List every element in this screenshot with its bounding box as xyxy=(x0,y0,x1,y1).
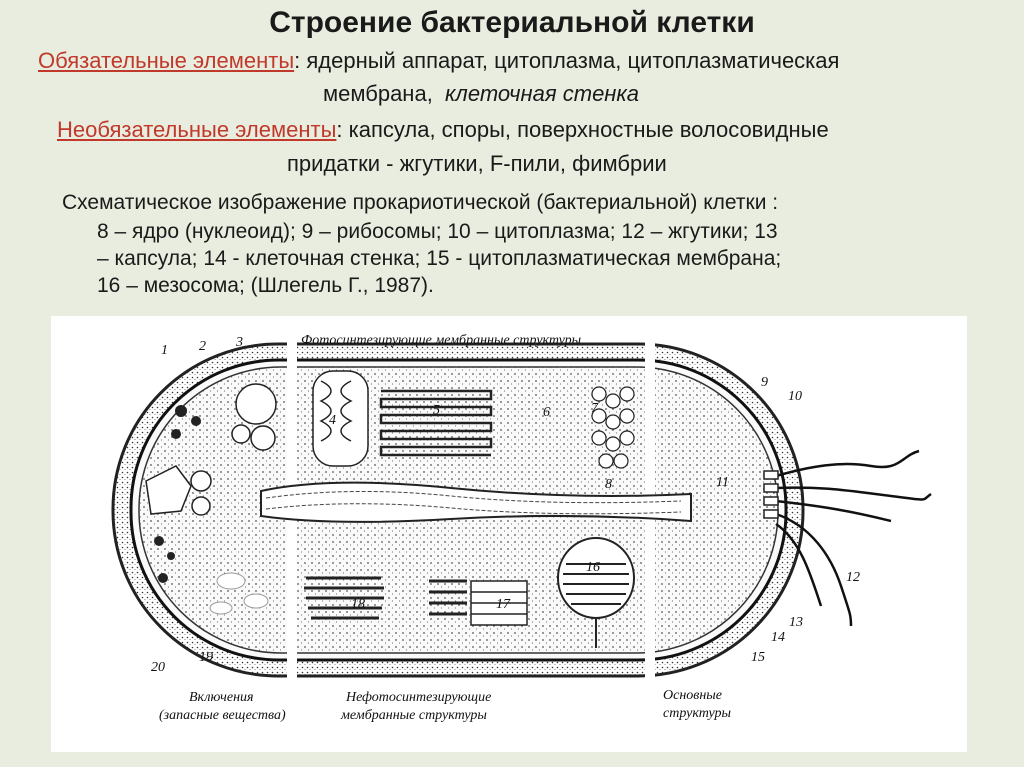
separator-left xyxy=(287,334,297,714)
label-10: 10 xyxy=(788,389,802,404)
optional-label: Необязательные элементы xyxy=(57,117,337,142)
label-17: 17 xyxy=(496,597,511,612)
mandatory-italic: клеточная стенка xyxy=(445,81,640,106)
optional-text: : капсула, споры, поверхностные волосови… xyxy=(336,117,829,142)
page-title: Строение бактериальной клетки xyxy=(269,6,755,39)
flagella xyxy=(775,449,932,627)
section-inclusions-2: (запасные вещества) xyxy=(159,708,286,723)
mandatory-text: : ядерный аппарат, цитоплазма, цитоплазм… xyxy=(294,48,840,73)
mandatory-text-2: мембрана, xyxy=(323,81,433,106)
label-2: 2 xyxy=(199,339,206,354)
section-basic-2: структуры xyxy=(663,706,731,721)
label-7: 7 xyxy=(591,401,599,416)
label-11: 11 xyxy=(716,475,729,490)
label-12: 12 xyxy=(846,570,860,585)
label-3: 3 xyxy=(235,335,243,350)
section-nonphoto: Нефотосинтезирующие xyxy=(345,690,491,705)
label-14: 14 xyxy=(771,630,785,645)
caption-line-1: Схематическое изображение прокариотическ… xyxy=(62,191,779,214)
mandatory-line: Обязательные элементы: ядерный аппарат, … xyxy=(38,48,839,74)
label-6: 6 xyxy=(543,405,550,420)
section-photosynthetic: Фотосинтезирующие мембранные структуры xyxy=(301,333,581,348)
label-18: 18 xyxy=(351,597,365,612)
mesosome xyxy=(557,537,635,619)
optional-line: Необязательные элементы: капсула, споры,… xyxy=(57,117,829,143)
label-15: 15 xyxy=(751,650,765,665)
label-4: 4 xyxy=(329,413,336,428)
label-5: 5 xyxy=(433,403,440,418)
label-20: 20 xyxy=(151,660,165,675)
bacterial-cell-figure: 1 2 3 4 5 6 7 8 9 10 11 12 13 14 15 16 1… xyxy=(51,316,967,752)
label-8: 8 xyxy=(605,477,612,492)
optional-line-2: придатки - жгутики, F-пили, фимбрии xyxy=(287,151,667,177)
label-9: 9 xyxy=(761,375,768,390)
mandatory-label: Обязательные элементы xyxy=(38,48,295,73)
caption-line-4: 16 – мезосома; (Шлегель Г., 1987). xyxy=(97,274,434,297)
caption-line-2: 8 – ядро (нуклеоид); 9 – рибосомы; 10 – … xyxy=(97,220,778,243)
separator-right xyxy=(645,334,655,714)
nucleoid xyxy=(260,481,692,523)
optional-text-2: придатки - жгутики, F-пили, фимбрии xyxy=(287,151,667,176)
section-inclusions: Включения xyxy=(189,690,254,705)
label-19: 19 xyxy=(199,650,213,665)
mandatory-line-2: мембрана, клеточная стенка xyxy=(323,81,639,107)
label-16: 16 xyxy=(586,560,600,575)
label-13: 13 xyxy=(789,615,803,630)
label-1: 1 xyxy=(161,343,168,358)
section-nonphoto-2: мембранные структуры xyxy=(340,708,487,723)
bacterial-cell-drawing: 1 2 3 4 5 6 7 8 9 10 11 12 13 14 15 16 1… xyxy=(111,333,932,723)
section-basic: Основные xyxy=(663,688,722,703)
caption-line-3: – капсула; 14 - клеточная стенка; 15 - ц… xyxy=(97,247,782,270)
